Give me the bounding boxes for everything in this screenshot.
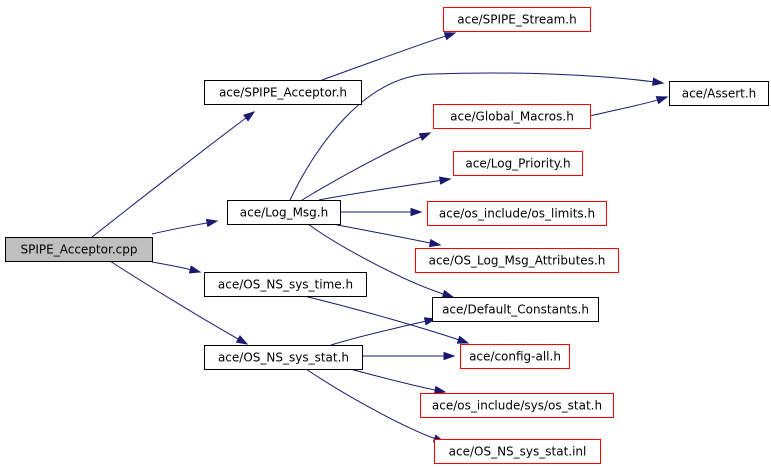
arrowhead-icon <box>418 132 432 141</box>
node-label: ace/os_include/sys/os_stat.h <box>432 399 602 413</box>
edge-log_msg_h-to-log_priority_h <box>318 176 452 201</box>
edge-root-to-os_ns_sys_stat_h <box>109 260 249 345</box>
node-spipe-stream-h[interactable]: ace/SPIPE_Stream.h <box>443 7 591 32</box>
edge-line <box>331 223 432 244</box>
node-label: ace/Log_Priority.h <box>465 157 570 171</box>
edge-line <box>151 261 192 271</box>
edge-root-to-os_ns_sys_time_h <box>151 261 202 274</box>
arrowhead-icon <box>443 32 457 41</box>
node-default-constants-h[interactable]: ace/Default_Constants.h <box>432 297 599 322</box>
node-label: ace/OS_NS_sys_time.h <box>218 278 353 292</box>
arrowhead-icon <box>456 335 470 344</box>
node-box <box>204 272 367 297</box>
edge-line <box>330 320 427 346</box>
node-label: ace/OS_NS_sys_stat.inl <box>449 445 587 459</box>
edge-spipe_acceptor_h-to-spipe_stream_h <box>321 32 457 81</box>
node-label: ace/os_include/os_limits.h <box>439 207 595 221</box>
arrowhead-icon <box>188 265 202 274</box>
node-box <box>432 297 599 322</box>
node-box <box>453 151 583 176</box>
node-box <box>443 7 591 32</box>
node-log-priority-h[interactable]: ace/Log_Priority.h <box>453 151 583 176</box>
node-label: ace/OS_Log_Msg_Attributes.h <box>429 254 606 268</box>
arrowhead-icon <box>652 77 665 86</box>
edge-root-to-spipe_acceptor_h <box>91 111 256 238</box>
edge-root-to-log_msg_h <box>151 218 219 235</box>
node-label: ace/config-all.h <box>469 350 561 364</box>
node-box <box>669 81 769 106</box>
node-box <box>5 237 153 262</box>
node-box <box>434 439 601 464</box>
edge-log_msg_h-to-os_log_msg_attributes_h <box>331 223 442 248</box>
node-box <box>227 200 341 225</box>
edge-line <box>301 136 422 201</box>
node-label: ace/SPIPE_Acceptor.h <box>219 86 347 100</box>
edge-line <box>305 368 436 440</box>
edge-os_ns_sys_stat_h-to-default_constants_h <box>330 317 437 346</box>
node-box <box>204 345 363 370</box>
node-global-macros-h[interactable]: ace/Global_Macros.h <box>433 104 591 129</box>
edge-os_ns_sys_time_h-to-config_all_h <box>303 295 470 344</box>
node-os-ns-sys-stat-h[interactable]: ace/OS_NS_sys_stat.h <box>204 345 363 370</box>
edge-line <box>303 295 460 341</box>
edge-line <box>349 368 437 391</box>
arrowhead-icon <box>410 207 423 217</box>
node-assert-h[interactable]: ace/Assert.h <box>669 81 769 106</box>
arrowhead-icon <box>441 289 455 298</box>
edge-line <box>318 179 442 201</box>
edge-line <box>307 223 445 295</box>
edge-global_macros_h-to-assert_h <box>589 96 669 117</box>
arrowhead-icon <box>443 351 456 361</box>
arrowhead-icon <box>205 218 219 228</box>
edge-log_msg_h-to-assert_h <box>289 72 665 201</box>
node-box <box>415 248 619 273</box>
node-box <box>433 104 591 129</box>
edge-line <box>589 99 659 117</box>
node-log-msg-h[interactable]: ace/Log_Msg.h <box>227 200 341 225</box>
graph-edges <box>91 32 669 443</box>
edge-line <box>91 116 248 238</box>
edge-os_ns_sys_stat_h-to-sys_os_stat_h <box>349 368 447 395</box>
edge-log_msg_h-to-global_macros_h <box>301 132 432 201</box>
arrowhead-icon <box>655 96 669 105</box>
node-label: ace/Global_Macros.h <box>450 110 574 124</box>
arrowhead-icon <box>438 176 452 185</box>
arrowhead-icon <box>433 385 447 395</box>
node-label: ace/Log_Msg.h <box>240 206 328 220</box>
node-os-ns-sys-time-h[interactable]: ace/OS_NS_sys_time.h <box>204 272 367 297</box>
edge-log_msg_h-to-os_limits_h <box>340 207 423 217</box>
node-label: ace/Assert.h <box>682 87 757 101</box>
edge-line <box>321 35 447 81</box>
node-box <box>427 201 607 226</box>
node-box <box>204 80 362 105</box>
arrowhead-icon <box>428 238 442 248</box>
node-config-all-h[interactable]: ace/config-all.h <box>460 344 570 369</box>
node-spipe-acceptor-h[interactable]: ace/SPIPE_Acceptor.h <box>204 80 362 105</box>
node-os-ns-sys-stat-inl[interactable]: ace/OS_NS_sys_stat.inl <box>434 439 601 464</box>
graph-nodes: SPIPE_Acceptor.cppace/SPIPE_Acceptor.hac… <box>5 7 769 464</box>
edge-os_ns_sys_stat_h-to-config_all_h <box>362 351 456 361</box>
node-label: SPIPE_Acceptor.cpp <box>21 243 138 257</box>
arrowhead-icon <box>243 111 256 122</box>
arrowhead-icon <box>235 335 249 345</box>
node-box <box>420 393 614 418</box>
node-label: ace/Default_Constants.h <box>442 303 589 317</box>
node-os-limits-h[interactable]: ace/os_include/os_limits.h <box>427 201 607 226</box>
edge-line <box>289 72 655 201</box>
node-box <box>460 344 570 369</box>
node-label: ace/OS_NS_sys_stat.h <box>218 351 349 365</box>
node-root: SPIPE_Acceptor.cpp <box>5 237 153 262</box>
node-os-log-msg-attributes-h[interactable]: ace/OS_Log_Msg_Attributes.h <box>415 248 619 273</box>
node-label: ace/SPIPE_Stream.h <box>457 13 576 27</box>
edge-line <box>151 222 209 235</box>
edge-line <box>109 260 240 341</box>
node-sys-os-stat-h[interactable]: ace/os_include/sys/os_stat.h <box>420 393 614 418</box>
